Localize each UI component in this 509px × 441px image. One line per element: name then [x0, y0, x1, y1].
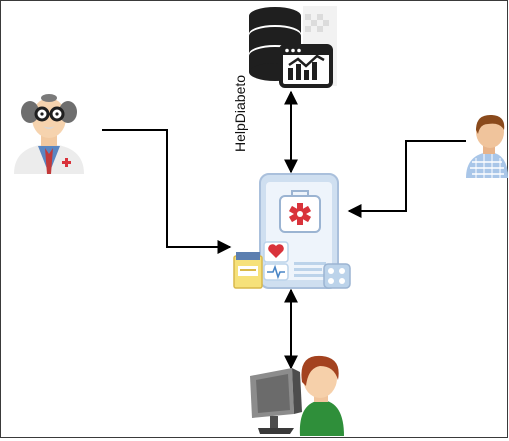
- user-at-computer-icon: [248, 352, 344, 436]
- edge-patient-app: [347, 140, 466, 218]
- edge-doctor-app: [102, 129, 232, 254]
- patient-icon: [464, 112, 508, 178]
- app-name-label: HelpDiabeto: [232, 74, 248, 152]
- database-analytics-icon: [245, 4, 341, 92]
- medical-app-phone-icon: [232, 172, 354, 292]
- doctor-icon: [10, 88, 88, 174]
